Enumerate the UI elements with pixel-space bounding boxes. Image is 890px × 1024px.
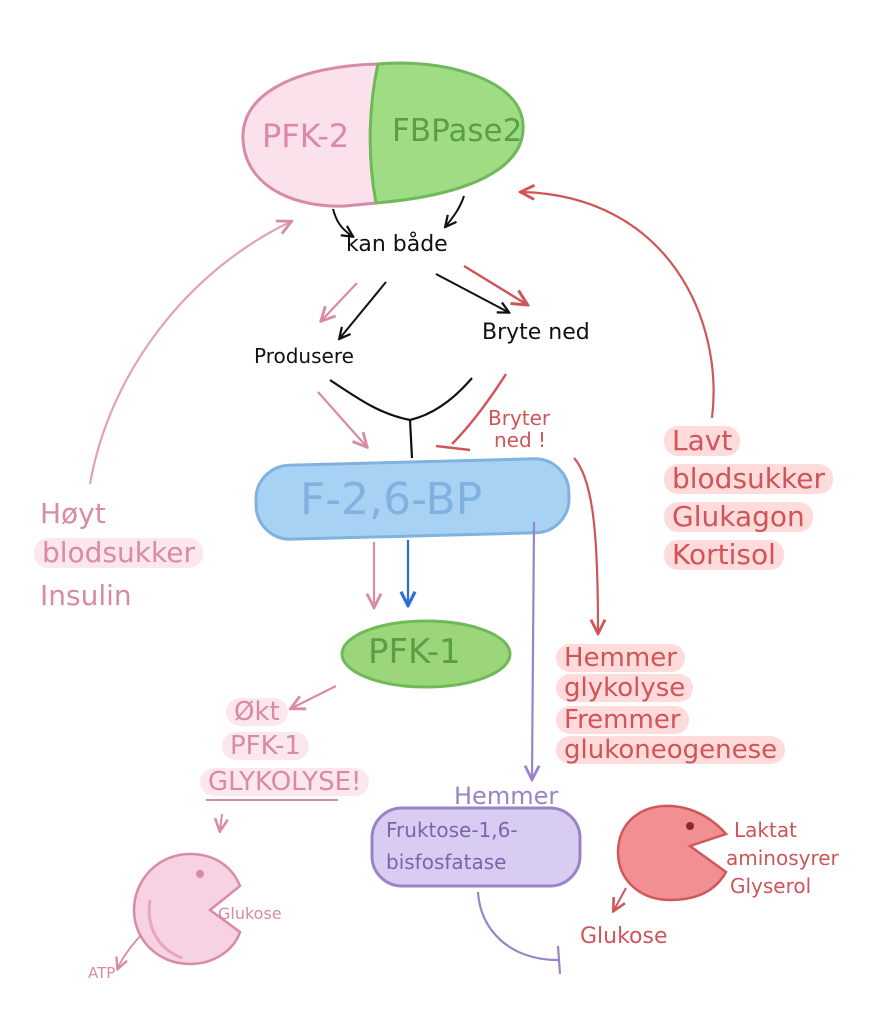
pink-insulin-curve	[88, 222, 290, 485]
pacman-left	[132, 852, 242, 966]
low-lavt: Lavt	[664, 426, 741, 456]
fbpase2-label: FBPase2	[392, 113, 523, 149]
effect-glykolyse: glykolyse	[556, 674, 694, 702]
pacman-right-input-2: aminosyrer	[726, 846, 839, 870]
arrow-pfk2-to-kan	[332, 208, 352, 236]
pink-arrow-to-pacman	[220, 813, 222, 830]
pacman-left-eye	[196, 870, 204, 878]
pacman-right-input-3: Glyserol	[730, 874, 812, 898]
ned-label: ned !	[494, 428, 547, 452]
bryter-label: Bryter	[488, 406, 551, 430]
effect-fremmer: Fremmer	[556, 706, 689, 734]
high-insulin: Insulin	[40, 579, 132, 612]
pacman-left-shadow	[147, 899, 183, 960]
okt-label: Økt	[226, 698, 288, 726]
okt-pfk1-label: PFK-1	[222, 732, 309, 760]
pacman-right	[616, 804, 729, 902]
glykolyse-label: GLYKOLYSE!	[200, 768, 370, 796]
f26bp-label: F-2,6-BP	[300, 474, 483, 525]
fbpase2-shape	[368, 61, 525, 205]
purple-inhibit-glukose	[476, 891, 562, 975]
produsere-label: Produsere	[254, 344, 354, 368]
pfk1-label: PFK-1	[368, 632, 461, 672]
pacman-right-output: Glukose	[580, 924, 668, 949]
pacman-left-input: Glukose	[218, 904, 282, 923]
high-blodsukker: blodsukker	[34, 538, 203, 568]
low-blodsukker: blodsukker	[664, 464, 833, 494]
bryte-ned-label: Bryte ned	[482, 320, 590, 345]
purple-arrow-to-fbpase1	[532, 521, 534, 778]
red-inhibit-f26bp	[435, 373, 508, 452]
f26bp-shape	[254, 457, 571, 541]
hemmer-fbpase-label: Hemmer	[454, 782, 559, 810]
fbpase1-shape	[370, 806, 582, 888]
kan-bade-label: kan både	[346, 232, 448, 257]
red-arrow-to-brytened	[463, 264, 526, 304]
pacman-right-arrow	[614, 887, 627, 910]
merge-lines	[329, 377, 473, 459]
pfk1-shape	[340, 619, 512, 689]
pink-arrow-to-okt	[292, 685, 337, 708]
fbpase1-label-line1: Fruktose-1,6-	[386, 818, 518, 842]
pacman-right-eye	[686, 822, 694, 830]
high-hoyt: Høyt	[40, 497, 106, 530]
pfk2-label: PFK-2	[262, 117, 350, 155]
arrow-to-brytened	[435, 273, 508, 312]
low-kortisol: Kortisol	[664, 540, 784, 570]
red-glukagon-curve	[522, 192, 715, 419]
pink-arrow-to-f26bp	[317, 391, 366, 446]
effect-hemmer: Hemmer	[556, 644, 685, 672]
effect-glukoneogenese: glukoneogenese	[556, 736, 786, 764]
pink-arrow-produsere	[322, 282, 358, 320]
arrow-to-produsere	[340, 281, 387, 338]
fbpase1-label-line2: bisfosfatase	[386, 850, 507, 874]
arrow-fbpase2-to-bade	[446, 195, 465, 226]
pacman-right-input-1: Laktat	[734, 818, 797, 842]
red-arrow-to-effects	[573, 457, 598, 632]
low-glukagon: Glukagon	[664, 502, 813, 532]
pacman-left-output: ATP	[88, 964, 116, 982]
